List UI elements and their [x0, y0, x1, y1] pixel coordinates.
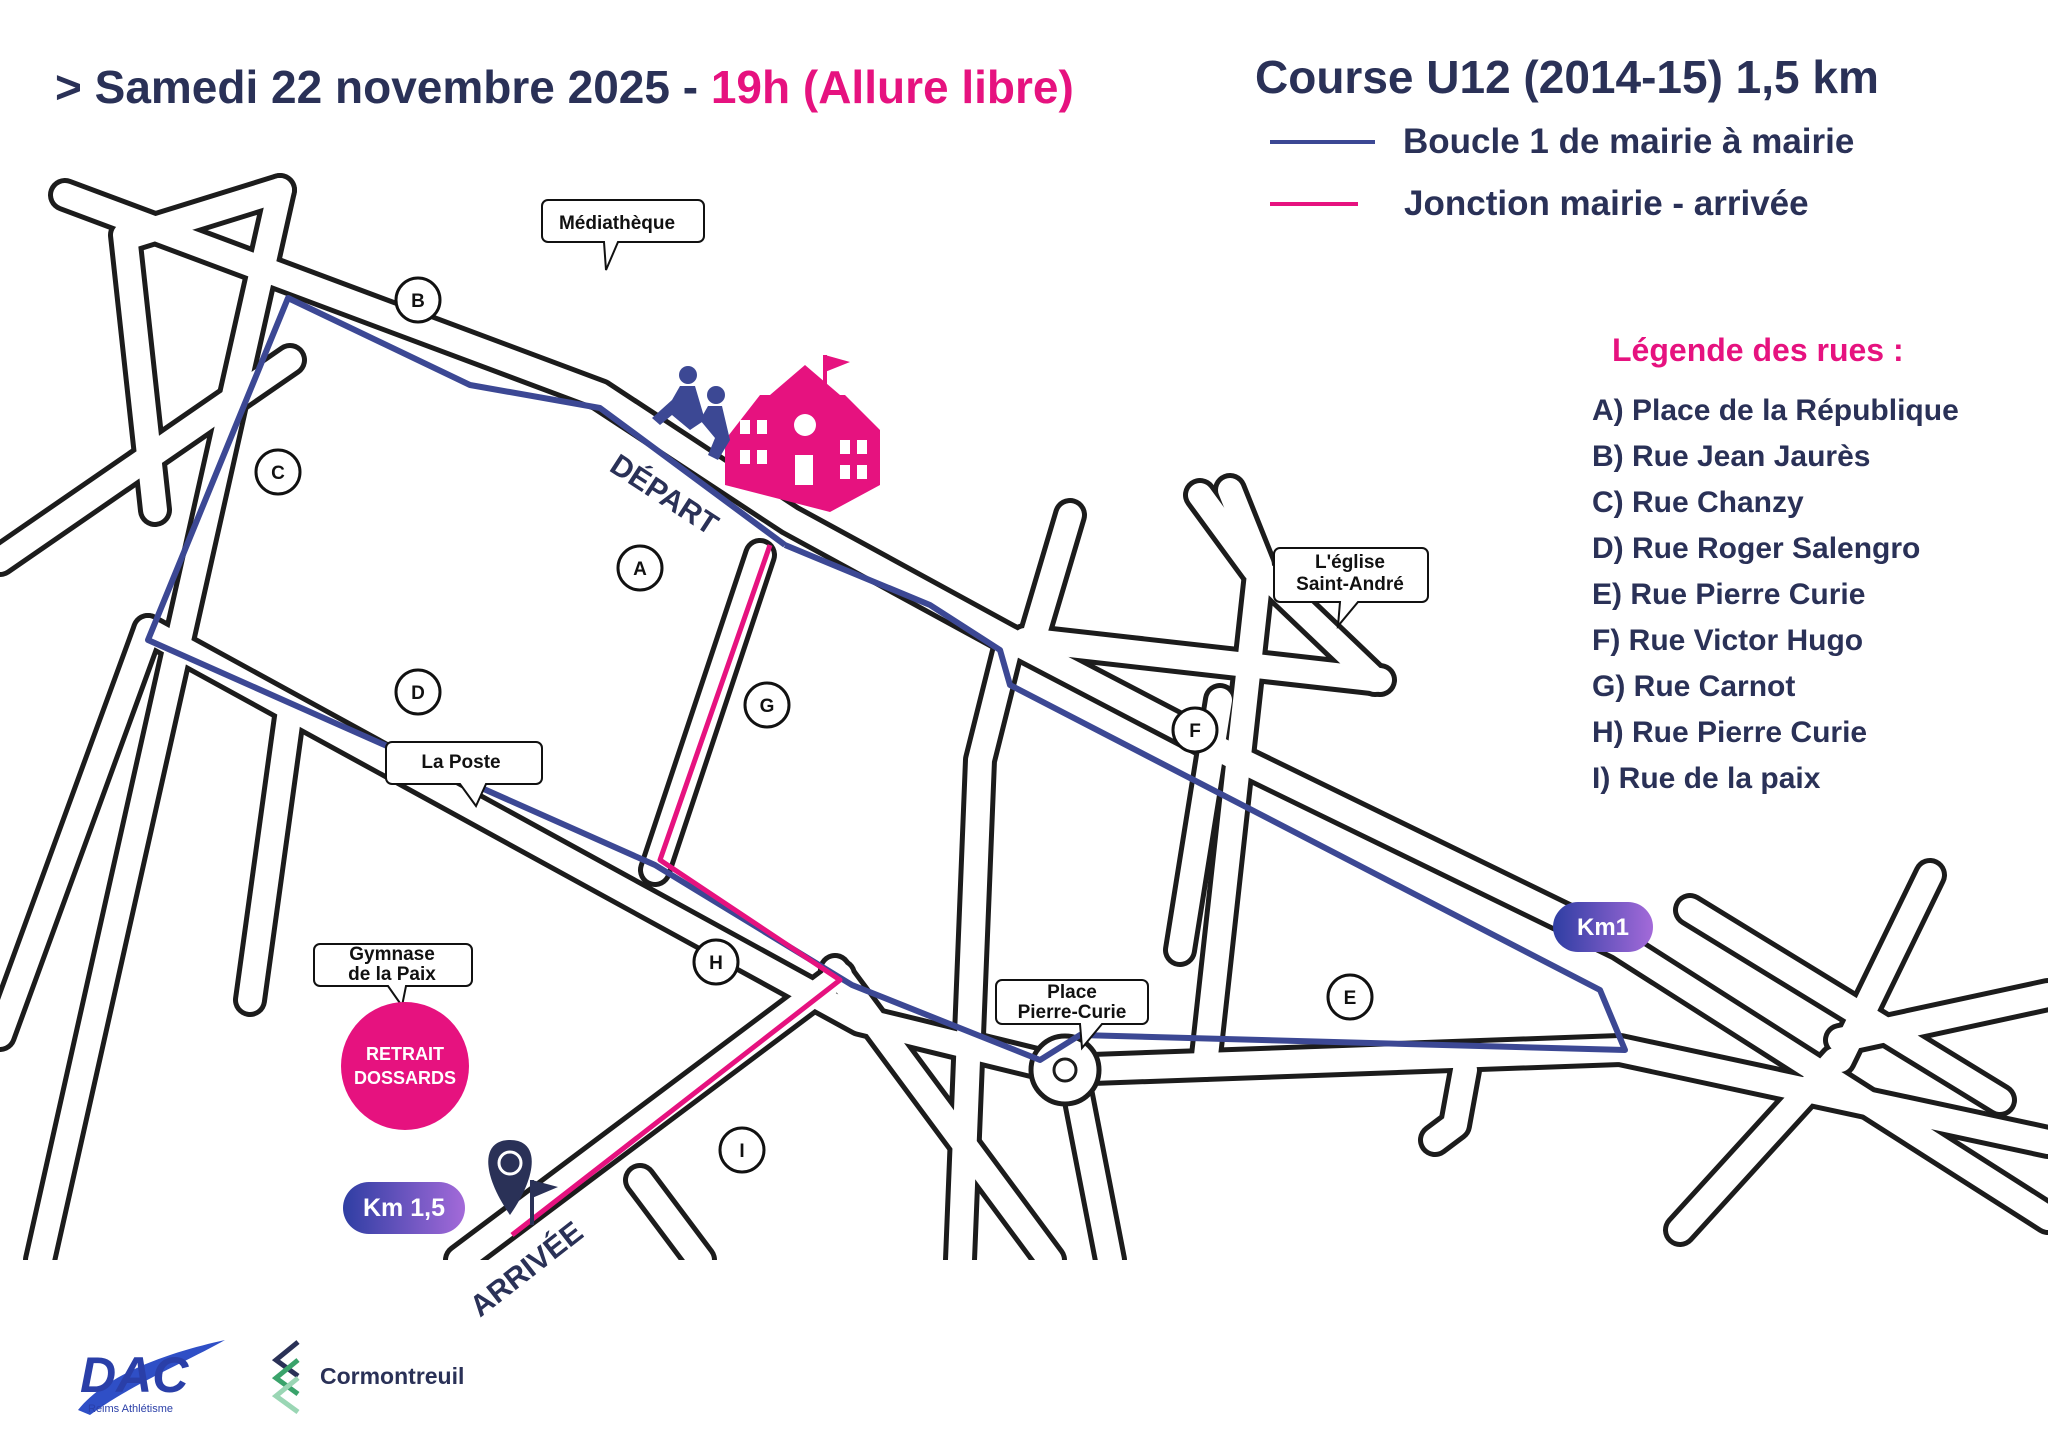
km15-badge: Km 1,5	[343, 1182, 465, 1234]
svg-text:Km 1,5: Km 1,5	[363, 1194, 445, 1222]
mairie-building-icon	[725, 355, 880, 512]
cormontreuil-icon	[271, 1340, 300, 1414]
street-marker-a: A	[616, 544, 664, 592]
street-item: E) Rue Pierre Curie	[1592, 578, 1866, 611]
street-marker-g: G	[743, 681, 791, 729]
route-boucle-1	[145, 295, 1628, 1063]
svg-text:E: E	[1344, 988, 1357, 1009]
svg-text:I: I	[739, 1141, 744, 1162]
street-item: F) Rue Victor Hugo	[1592, 624, 1864, 657]
svg-text:Saint-André: Saint-André	[1296, 574, 1404, 595]
event-time: 19h (Allure libre)	[710, 61, 1074, 113]
street-item: D) Rue Roger Salengro	[1592, 532, 1921, 565]
svg-text:L'église: L'église	[1315, 552, 1385, 573]
finish-pin-icon	[488, 1140, 532, 1215]
svg-text:Place: Place	[1047, 982, 1097, 1003]
svg-text:de la Paix: de la Paix	[348, 964, 436, 985]
event-date-header: > Samedi 22 novembre 2025 - 19h (Allure …	[55, 60, 1074, 114]
street-marker-i: I	[718, 1126, 766, 1174]
svg-text:B: B	[411, 291, 425, 312]
cormontreuil-logo: Cormontreuil	[268, 1338, 464, 1414]
svg-text:Km1: Km1	[1577, 914, 1629, 941]
street-marker-f: F	[1171, 706, 1219, 754]
legend-line-blue	[1270, 140, 1375, 144]
callout-mediatheque: Médiathèque	[541, 199, 705, 271]
street-markers: A B C D E F G H I	[254, 276, 1374, 1174]
svg-text:A: A	[633, 559, 647, 580]
svg-text:RETRAIT: RETRAIT	[366, 1044, 444, 1064]
svg-text:C: C	[271, 463, 285, 484]
km1-badge: Km1	[1553, 902, 1653, 952]
svg-text:Pierre-Curie: Pierre-Curie	[1018, 1002, 1127, 1023]
svg-text:DAC: DAC	[80, 1347, 189, 1403]
cormontreuil-label: Cormontreuil	[320, 1362, 465, 1389]
svg-text:F: F	[1189, 721, 1201, 742]
streets-layer	[0, 173, 2048, 1448]
street-item: I) Rue de la paix	[1592, 762, 1821, 795]
svg-text:Gymnase: Gymnase	[349, 944, 435, 965]
street-marker-e: E	[1326, 973, 1374, 1021]
route-jonction	[510, 544, 843, 1237]
dac-logo: DAC Reims Athlétisme	[78, 1340, 225, 1415]
svg-text:DOSSARDS: DOSSARDS	[354, 1068, 456, 1088]
street-marker-c: C	[254, 448, 302, 496]
street-item: C) Rue Chanzy	[1592, 486, 1804, 519]
event-date: > Samedi 22 novembre 2025 -	[55, 61, 699, 113]
svg-text:H: H	[709, 953, 723, 974]
street-item: G) Rue Carnot	[1592, 670, 1796, 703]
street-marker-h: H	[692, 938, 740, 986]
callout-la-poste: La Poste	[385, 741, 543, 808]
legend-boucle: Boucle 1 de mairie à mairie	[1270, 122, 1854, 162]
streets-legend-list: A) Place de la République B) Rue Jean Ja…	[1592, 388, 1959, 802]
svg-text:Médiathèque: Médiathèque	[559, 213, 675, 234]
svg-text:D: D	[411, 683, 425, 704]
legend-jonction: Jonction mairie - arrivée	[1270, 184, 1809, 224]
callout-eglise: L'église Saint-André	[1273, 547, 1429, 630]
legend-label-jonction: Jonction mairie - arrivée	[1404, 184, 1809, 223]
street-marker-b: B	[394, 276, 442, 324]
legend-label-boucle: Boucle 1 de mairie à mairie	[1403, 122, 1855, 161]
svg-text:La Poste: La Poste	[421, 752, 500, 773]
runners-icon	[652, 366, 730, 460]
course-title: Course U12 (2014-15) 1,5 km	[1255, 51, 1879, 103]
callout-gymnase: Gymnase de la Paix	[313, 943, 473, 1009]
callout-place-pierre-curie: Place Pierre-Curie	[995, 979, 1149, 1051]
streets-legend-title: Légende des rues :	[1612, 332, 1904, 368]
svg-text:G: G	[760, 696, 775, 717]
finish-flag-icon	[530, 1180, 558, 1225]
legend-line-pink	[1270, 202, 1358, 206]
street-item: B) Rue Jean Jaurès	[1592, 440, 1871, 473]
street-marker-d: D	[394, 668, 442, 716]
retrait-dossards-badge: RETRAIT DOSSARDS	[341, 1002, 469, 1130]
street-item: H) Rue Pierre Curie	[1592, 716, 1868, 749]
svg-text:Reims Athlétisme: Reims Athlétisme	[88, 1403, 173, 1415]
street-item: A) Place de la République	[1592, 394, 1959, 427]
